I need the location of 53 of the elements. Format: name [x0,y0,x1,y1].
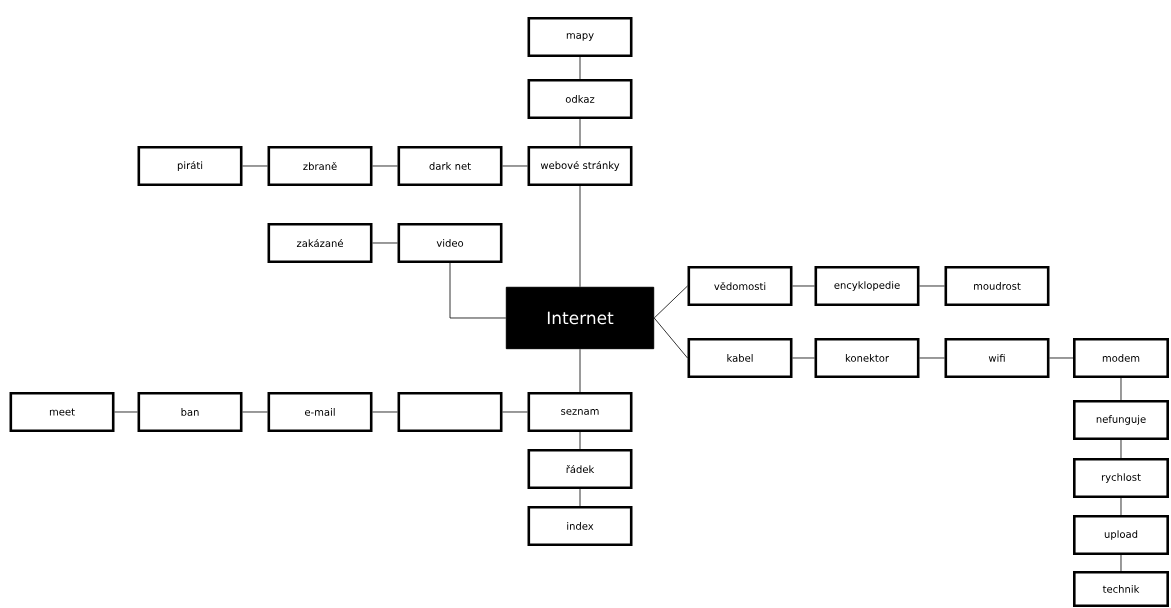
connector-line [1120,554,1122,572]
topic-box: nefunguje [1073,400,1169,440]
topic-box: webové stránky [527,146,633,186]
topic-box: technik [1073,571,1169,607]
connector-line [579,348,581,393]
topic-box: dark net [397,146,503,186]
connector-line [579,185,581,288]
topic-box: video [397,223,503,263]
central-topic-box: Internet [505,286,655,350]
connector-line [919,357,945,359]
topic-box: ban [137,392,243,432]
topic-box: konektor [814,338,920,378]
connector-line [114,411,138,413]
topic-box: mapy [527,17,633,57]
connector-line [242,165,268,167]
topic-box: encyklopedie [814,266,920,306]
connector-line [372,411,398,413]
connector-line [653,317,688,359]
connector-line [1120,497,1122,516]
topic-box: vědomosti [687,266,793,306]
connector-line [372,242,398,244]
topic-box: upload [1073,515,1169,555]
connector-line [579,118,581,147]
topic-box: e-mail [267,392,373,432]
connector-line [579,56,581,80]
topic-box [397,392,503,432]
connector-line [449,262,507,319]
topic-box: index [527,506,633,546]
topic-box: modem [1073,338,1169,378]
connector-line [579,488,581,507]
topic-box: kabel [687,338,793,378]
connector-line [792,285,815,287]
connector-line [1120,439,1122,459]
topic-box: seznam [527,392,633,432]
topic-box: rychlost [1073,458,1169,498]
topic-box: wifi [944,338,1050,378]
connector-line [579,431,581,450]
connector-line [502,411,528,413]
connector-line [372,165,398,167]
topic-box: meet [9,392,115,432]
topic-box: moudrost [944,266,1050,306]
connector-line [919,285,945,287]
topic-box: zbraně [267,146,373,186]
topic-box: piráti [137,146,243,186]
connector-line [792,357,815,359]
connector-line [502,165,528,167]
topic-box: odkaz [527,79,633,119]
topic-box: řádek [527,449,633,489]
connector-line [653,285,688,319]
connector-line [1049,357,1074,359]
connector-line [242,411,268,413]
topic-box: zakázané [267,223,373,263]
connector-line [1120,377,1122,401]
